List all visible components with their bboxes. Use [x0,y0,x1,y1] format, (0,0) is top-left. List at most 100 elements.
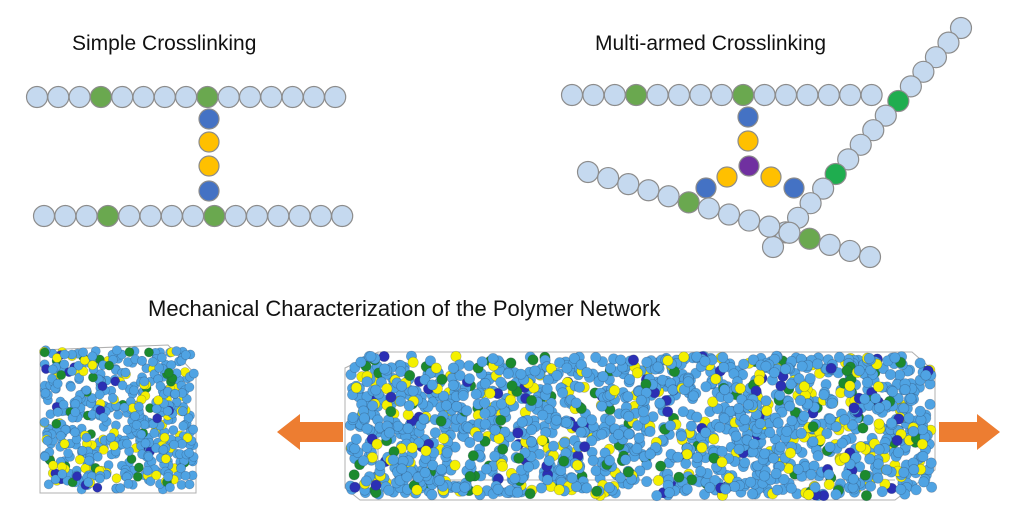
network-attachment-bead [467,450,479,462]
network-crosslinker-bead [609,384,621,396]
network-matrix-bead [652,361,664,373]
crosslinker-hub-bead [738,155,760,177]
mechanical-characterization-title: Mechanical Characterization of the Polym… [148,296,661,321]
polymer-chain-bead [710,83,733,107]
network-crosslinker-bead [438,432,450,444]
network-attachment-bead [497,443,509,455]
network-matrix-bead [66,381,76,392]
network-crosslinker-bead [98,444,109,455]
crosslinker-end-bead [695,177,717,199]
network-matrix-bead [597,370,609,382]
network-matrix-bead [559,437,571,449]
network-matrix-bead [106,432,116,443]
polymer-chain-bead [238,85,262,109]
network-matrix-bead [754,418,766,430]
network-matrix-bead [622,391,634,403]
network-matrix-bead [142,465,153,476]
network-matrix-bead [120,367,131,378]
network-end-bead [385,391,397,403]
network-matrix-bead [434,475,446,487]
network-matrix-bead [771,484,783,496]
network-crosslinker-bead [381,383,393,395]
network-matrix-bead [58,399,69,410]
network-matrix-bead [824,413,836,425]
polymer-chain-bead [196,85,219,109]
network-end-bead [512,427,524,439]
network-matrix-bead [168,425,179,436]
network-matrix-bead [374,459,386,471]
network-matrix-bead [889,352,901,364]
network-matrix-bead [872,458,884,470]
network-crosslinker-bead [471,484,483,496]
polymer-chain-bead [260,85,283,109]
network-matrix-bead [640,387,652,399]
network-matrix-bead [575,359,587,371]
network-matrix-bead [470,388,482,400]
network-matrix-bead [555,464,567,476]
polymer-chain-bead [839,83,862,107]
network-matrix-bead [123,478,134,489]
network-matrix-bead [861,376,873,388]
network-matrix-bead [920,369,932,381]
network-matrix-bead [778,473,790,485]
multi-armed-crosslinking-title: Multi-armed Crosslinking [595,32,827,55]
crosslinker-middle-bead [198,155,220,177]
network-matrix-bead [739,457,751,469]
network-matrix-bead [729,480,741,492]
network-matrix-bead [130,411,140,421]
network-matrix-bead [526,436,538,448]
network-matrix-bead [502,368,514,380]
network-matrix-bead [830,421,842,433]
network-matrix-bead [644,448,656,460]
network-matrix-bead [147,357,158,367]
network-matrix-bead [541,383,553,395]
network-matrix-bead [632,420,644,432]
network-crosslinker-bead [823,478,835,490]
network-matrix-bead [685,420,697,432]
network-matrix-bead [495,376,507,388]
polymer-chain-bead [761,235,785,259]
network-attachment-bead [464,470,476,482]
network-matrix-bead [547,440,559,452]
network-matrix-bead [624,373,636,385]
network-matrix-bead [522,461,534,473]
polymer-chain-bead [677,191,700,214]
crosslinker-middle-bead [198,131,220,153]
network-matrix-bead [862,414,874,426]
polymer-chain-bead [689,83,712,107]
network-matrix-bead [188,368,199,379]
network-matrix-bead [876,486,888,498]
network-matrix-bead [590,351,602,363]
network-attachment-bead [56,370,67,380]
polymer-chain-bead [818,233,841,256]
network-matrix-bead [84,455,94,466]
polymer-chain-bead [203,204,226,228]
polymer-chain-bead [175,85,198,109]
polymer-chain-bead [331,204,354,228]
network-matrix-bead [529,365,541,377]
network-matrix-bead [917,451,929,463]
network-matrix-bead [747,354,759,366]
network-crosslinker-bead [109,440,119,451]
network-matrix-bead [620,454,632,466]
polymer-chain-bead [657,185,680,208]
network-matrix-bead [633,432,645,444]
network-matrix-bead [581,367,593,379]
network-matrix-bead [184,479,195,490]
network-matrix-bead [154,362,165,373]
network-matrix-bead [163,471,173,482]
network-matrix-bead [768,367,780,379]
polymer-chain-bead [858,245,882,269]
network-crosslinker-bead [916,438,928,450]
polymer-chain-bead [667,83,691,107]
network-matrix-bead [510,440,522,452]
network-matrix-bead [718,412,730,424]
network-matrix-bead [573,381,585,393]
polymer-chain-bead [646,83,669,107]
network-attachment-bead [404,369,416,381]
network-matrix-bead [568,352,580,364]
polymer-chain-bead [949,16,973,40]
network-matrix-bead [180,470,191,481]
network-matrix-bead [396,463,408,475]
network-crosslinker-bead [631,367,643,379]
